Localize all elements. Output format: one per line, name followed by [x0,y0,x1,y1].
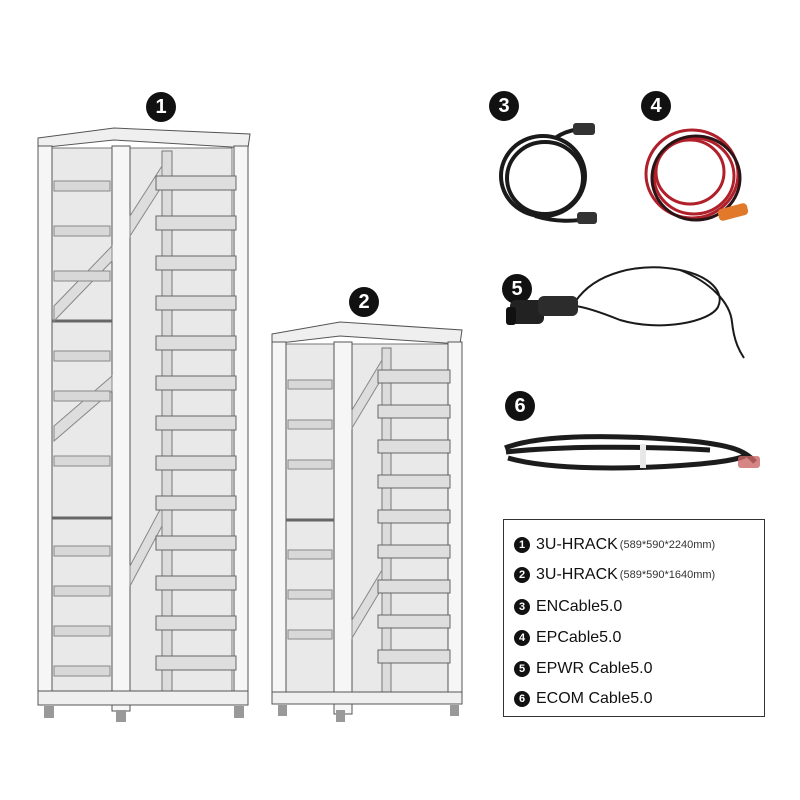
legend-number: 3 [514,599,530,615]
badge-5: 5 [502,274,532,304]
badge-2: 2 [349,287,379,317]
legend-name: ENCable5.0 [536,598,623,615]
legend-item: 3 ENCable5.0 [514,595,622,619]
legend-spec: (589*590*2240mm) [619,539,716,551]
badge-4: 4 [641,91,671,121]
legend-item: 2 3U-HRACK (589*590*1640mm) [514,563,715,587]
legend-item: 5 EPWR Cable5.0 [514,657,653,681]
legend-number: 2 [514,567,530,583]
legend-number: 6 [514,691,530,707]
tall-rack-illustration [37,127,251,722]
legend-number: 1 [514,537,530,553]
badge-6: 6 [505,391,535,421]
legend-item: 4 EPCable5.0 [514,626,621,650]
badge-1: 1 [146,92,176,122]
legend-item: 1 3U-HRACK (589*590*2240mm) [514,533,715,557]
legend-number: 5 [514,661,530,677]
legend-name: 3U-HRACK [536,536,618,553]
epwr-cable [506,266,745,359]
epcable-red-coil [644,128,749,222]
ecom-cable [504,434,760,471]
legend-name: ECOM Cable5.0 [536,690,653,707]
short-rack-illustration [271,321,463,722]
legend-item: 6 ECOM Cable5.0 [514,687,653,711]
legend-name: EPWR Cable5.0 [536,660,653,677]
legend-number: 4 [514,630,530,646]
legend-box: 1 3U-HRACK (589*590*2240mm) 2 3U-HRACK (… [503,519,765,717]
legend-name: 3U-HRACK [536,566,618,583]
legend-spec: (589*590*1640mm) [619,569,716,581]
badge-3: 3 [489,91,519,121]
encable-black-coil [499,123,597,224]
legend-name: EPCable5.0 [536,629,622,646]
